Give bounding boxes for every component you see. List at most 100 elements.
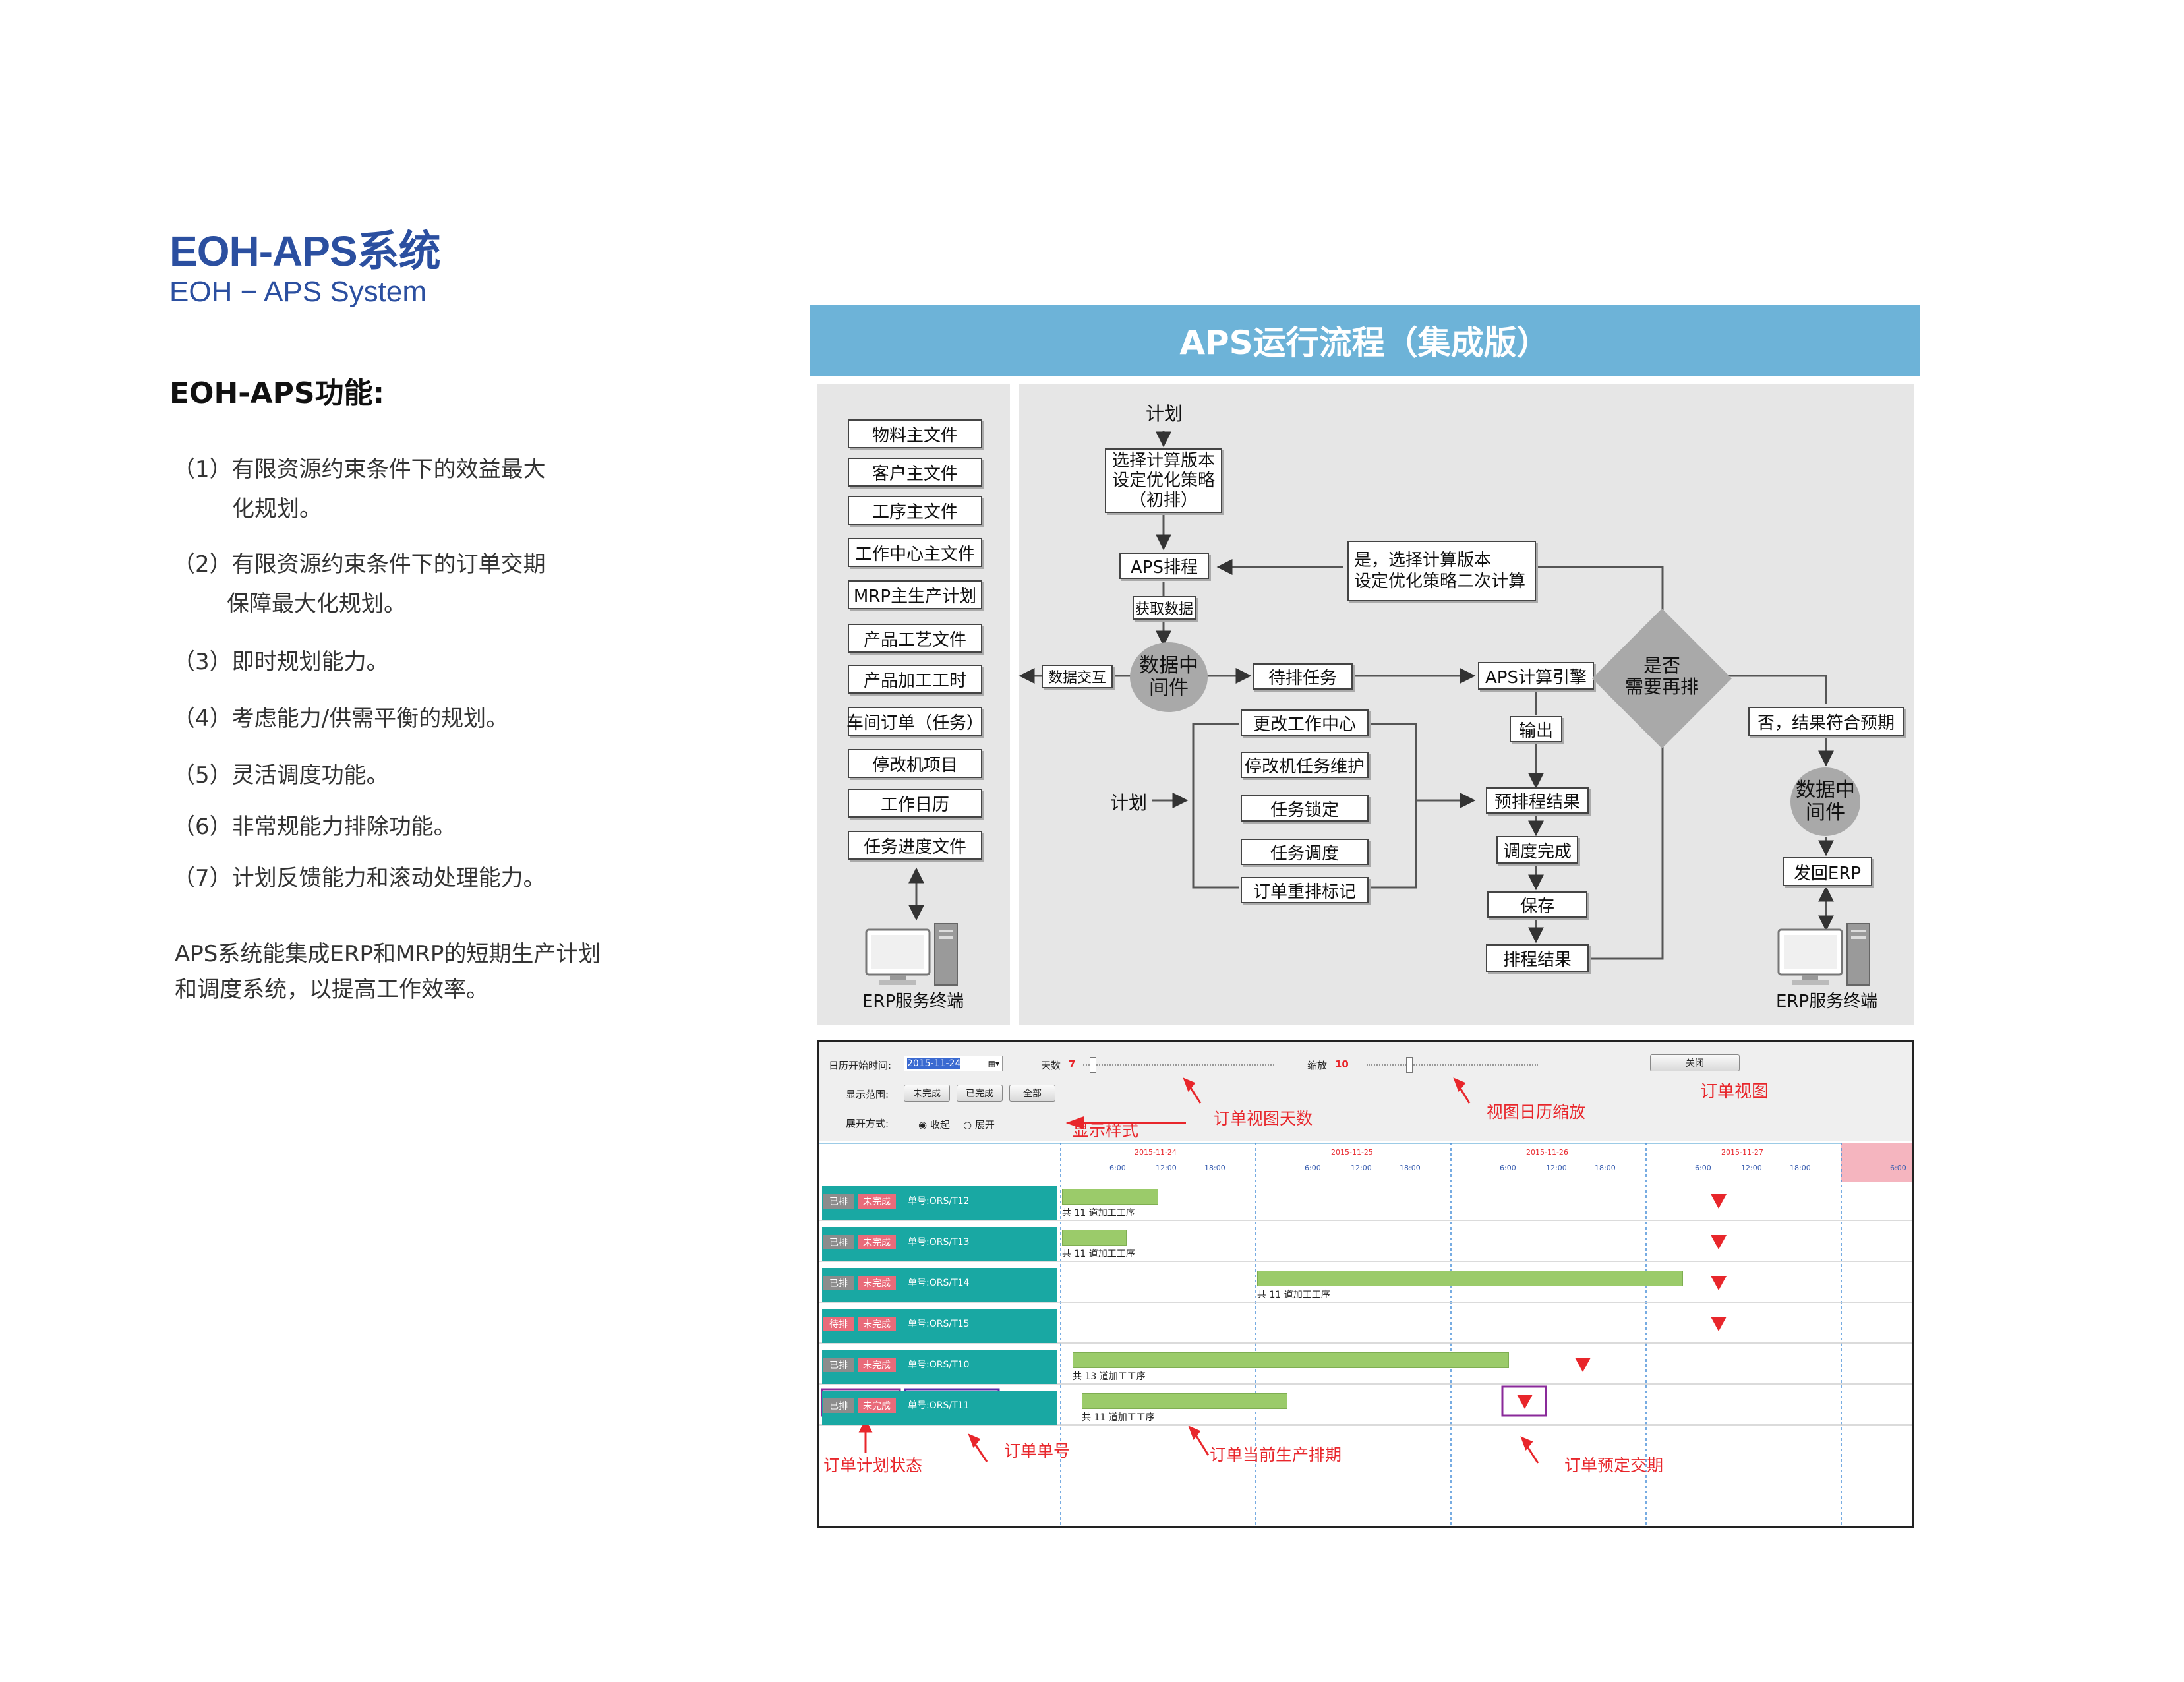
file-box: 客户主文件 xyxy=(848,458,982,487)
aps-engine-box: APS计算引擎 xyxy=(1478,662,1594,690)
order-row-label[interactable]: 已排 未完成 单号:ORS/T13 xyxy=(822,1227,1057,1261)
start-date-input[interactable]: 2015-11-24 ▦▾ xyxy=(904,1056,1003,1071)
days-label: 天数 xyxy=(1041,1060,1061,1071)
action-box: 任务调度 xyxy=(1241,839,1369,865)
timeline-highlight xyxy=(1841,1143,1912,1182)
order-row-label[interactable]: 待排 未完成 单号:ORS/T15 xyxy=(822,1309,1057,1343)
action-box: 任务锁定 xyxy=(1241,795,1369,822)
middleware-node-2: 数据中间件 xyxy=(1790,767,1860,836)
due-date-marker[interactable] xyxy=(1575,1358,1591,1372)
order-row-label[interactable]: 已排 未完成 单号:ORS/T12 xyxy=(822,1186,1057,1220)
range-label: 显示范围: xyxy=(846,1089,889,1100)
file-box: MRP主生产计划 xyxy=(848,580,982,609)
schedule-bar[interactable] xyxy=(1062,1189,1158,1205)
pending-tasks-box: 待排任务 xyxy=(1253,663,1353,690)
output-box: 输出 xyxy=(1510,716,1562,742)
erp-terminal-label: ERP服务终端 xyxy=(862,992,964,1011)
dispatch-done-box: 调度完成 xyxy=(1496,836,1578,864)
hour-label: 6:00 xyxy=(1500,1164,1516,1172)
file-box: 工序主文件 xyxy=(848,496,982,525)
plan-label-2: 计划 xyxy=(1110,792,1148,814)
current-schedule-annotation: 订单当前生产排期 xyxy=(1210,1445,1342,1464)
date-label: 2015-11-25 xyxy=(1331,1148,1373,1156)
function-item-5: （5）灵活调度功能。 xyxy=(173,762,389,789)
due-date-marker[interactable] xyxy=(1517,1395,1533,1409)
date-label: 2015-11-24 xyxy=(1135,1148,1177,1156)
schedule-result-box: 排程结果 xyxy=(1486,944,1589,972)
pre-result-box: 预排程结果 xyxy=(1486,787,1589,814)
file-box: 停改机项目 xyxy=(848,749,982,778)
file-box: 工作中心主文件 xyxy=(848,538,982,567)
schedule-bar[interactable] xyxy=(1257,1271,1683,1286)
function-item-7: （7）计划反馈能力和滚动处理能力。 xyxy=(173,865,546,891)
filter-unfinished-button[interactable]: 未完成 xyxy=(904,1085,950,1102)
order-row-label[interactable]: 已排 未完成 单号:ORS/T11 xyxy=(822,1391,1057,1425)
hour-label: 6:00 xyxy=(1890,1164,1906,1172)
zoom-slider-track[interactable] xyxy=(1367,1064,1538,1066)
zoom-value: 10 xyxy=(1335,1058,1349,1070)
days-slider-track[interactable] xyxy=(1083,1064,1274,1066)
gantt-screenshot: 日历开始时间: 2015-11-24 ▦▾ 天数 7 缩放 10 关闭 显示范围… xyxy=(817,1040,1914,1528)
function-item-6: （6）非常规能力排除功能。 xyxy=(173,814,456,840)
hour-label: 6:00 xyxy=(1109,1164,1126,1172)
days-slider-handle[interactable] xyxy=(1090,1057,1096,1073)
zoom-slider-handle[interactable] xyxy=(1406,1057,1413,1073)
due-date-marker[interactable] xyxy=(1711,1276,1727,1290)
schedule-bar[interactable] xyxy=(1082,1393,1287,1409)
collapse-radio[interactable]: ◉ 收起 xyxy=(918,1119,950,1131)
function-item-3: （3）即时规划能力。 xyxy=(173,649,389,675)
yes-branch-box: 是，选择计算版本 设定优化策略二次计算 xyxy=(1347,541,1536,601)
schedule-bar[interactable] xyxy=(1062,1230,1127,1246)
order-no-annotation: 订单单号 xyxy=(1004,1441,1071,1460)
get-data-box: 获取数据 xyxy=(1133,596,1196,620)
hour-label: 18:00 xyxy=(1790,1164,1811,1172)
file-box: 产品加工工时 xyxy=(848,665,982,694)
save-box: 保存 xyxy=(1487,891,1587,918)
due-date-marker[interactable] xyxy=(1711,1194,1727,1209)
order-row-label[interactable]: 已排 未完成 单号:ORS/T14 xyxy=(822,1268,1057,1302)
hour-label: 12:00 xyxy=(1546,1164,1567,1172)
hour-label: 6:00 xyxy=(1305,1164,1321,1172)
plan-label: 计划 xyxy=(1146,403,1183,425)
bar-text: 共 13 道加工工序 xyxy=(1073,1371,1146,1382)
hour-label: 18:00 xyxy=(1400,1164,1421,1172)
action-box: 订单重排标记 xyxy=(1241,877,1369,903)
hour-label: 18:00 xyxy=(1595,1164,1616,1172)
functions-heading: EOH-APS功能: xyxy=(169,376,385,410)
close-button[interactable]: 关闭 xyxy=(1650,1054,1740,1071)
expand-radio[interactable]: ○ 展开 xyxy=(963,1119,995,1131)
action-box: 更改工作中心 xyxy=(1241,709,1369,736)
schedule-bar[interactable] xyxy=(1073,1352,1509,1368)
calendar-icon[interactable]: ▦▾ xyxy=(988,1059,999,1068)
order-row-label[interactable]: 已排 未完成 单号:ORS/T10 xyxy=(822,1350,1057,1384)
file-box: 任务进度文件 xyxy=(848,831,982,860)
file-box: 车间订单（任务） xyxy=(846,707,984,736)
filter-finished-button[interactable]: 已完成 xyxy=(957,1085,1003,1102)
calendar-zoom-annotation: 视图日历缩放 xyxy=(1487,1102,1586,1122)
function-item-2: （2）有限资源约束条件下的订单交期 保障最大化规划。 xyxy=(173,551,546,617)
hour-label: 12:00 xyxy=(1741,1164,1762,1172)
due-date-marker[interactable] xyxy=(1711,1317,1727,1331)
timeline-header xyxy=(819,1143,1912,1182)
send-erp-box: 发回ERP xyxy=(1783,857,1872,886)
hour-label: 12:00 xyxy=(1156,1164,1177,1172)
summary-text: APS系统能集成ERP和MRP的短期生产计划 和调度系统，以提高工作效率。 xyxy=(175,941,601,1003)
bar-text: 共 11 道加工工序 xyxy=(1082,1412,1155,1423)
plan-status-annotation: 订单计划状态 xyxy=(823,1456,923,1475)
filter-all-button[interactable]: 全部 xyxy=(1009,1085,1055,1102)
hour-label: 6:00 xyxy=(1695,1164,1711,1172)
file-box: 工作日历 xyxy=(848,789,982,818)
no-branch-box: 否，结果符合预期 xyxy=(1748,707,1904,736)
computer-icon xyxy=(1777,923,1870,986)
due-date-marker[interactable] xyxy=(1711,1235,1727,1249)
file-box: 物料主文件 xyxy=(848,419,982,448)
bar-text: 共 11 道加工工序 xyxy=(1062,1208,1135,1218)
hour-label: 18:00 xyxy=(1204,1164,1225,1172)
file-box: 产品工艺文件 xyxy=(848,624,982,653)
data-exchange-box: 数据交互 xyxy=(1042,665,1113,688)
zoom-label: 缩放 xyxy=(1307,1060,1328,1071)
decision-label: 是否需要再排 xyxy=(1624,655,1699,698)
erp-terminal-label-2: ERP服务终端 xyxy=(1776,992,1878,1011)
due-date-annotation: 订单预定交期 xyxy=(1564,1456,1664,1475)
hour-label: 12:00 xyxy=(1351,1164,1372,1172)
